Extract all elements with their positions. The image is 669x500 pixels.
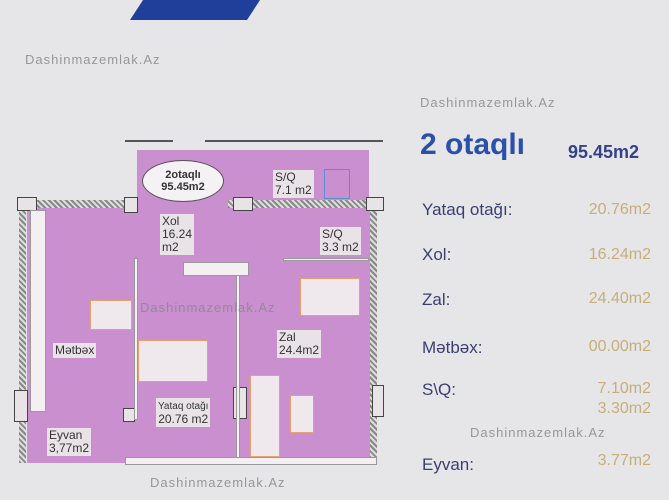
column — [372, 385, 384, 417]
row-value: 24.40m2 — [588, 290, 651, 307]
row-label: Xol: — [422, 245, 452, 264]
summary-title: 2 otaqlı — [420, 128, 526, 161]
column — [124, 197, 138, 213]
wall-outline — [125, 140, 173, 142]
shower — [324, 169, 350, 199]
row-label: Zal: — [422, 290, 451, 309]
partition — [283, 258, 369, 261]
row-label: Yataq otağı: — [422, 200, 513, 219]
bed — [138, 340, 208, 382]
row-label: Eyvan: — [422, 455, 474, 474]
watermark: Dashinmazemlak.Az — [420, 95, 556, 110]
wardrobe — [183, 262, 249, 276]
label-metbex: Mətbəx — [53, 343, 97, 358]
wall — [370, 208, 377, 458]
wall — [228, 200, 370, 208]
watermark: Dashinmazemlak.Az — [470, 425, 606, 440]
watermark: Dashinmazemlak.Az — [150, 475, 286, 490]
watermark: Dashinmazemlak.Az — [140, 300, 276, 315]
kitchen-counter — [30, 210, 46, 412]
row-value-2: 3.30m2 — [597, 400, 651, 417]
dining-table — [300, 278, 360, 316]
wall — [19, 208, 26, 463]
badge-title: 2otaqlı — [165, 169, 201, 181]
kitchen-table — [90, 300, 132, 330]
row-label: Mətbəx: — [422, 338, 483, 357]
sofa — [250, 375, 280, 457]
row-value: 00.00m2 — [588, 338, 651, 355]
row-value: 20.76m2 — [588, 201, 651, 218]
window — [125, 457, 377, 465]
column — [233, 197, 253, 211]
badge-area: 95.45m2 — [161, 181, 205, 193]
row-value: 7.10m2 — [597, 380, 651, 397]
summary-total: 95.45m2 — [568, 142, 640, 162]
row-value: 16.24m2 — [588, 246, 651, 263]
wall — [27, 200, 127, 208]
column — [366, 197, 384, 211]
watermark: Dashinmazemlak.Az — [25, 52, 161, 67]
plan-badge: 2otaqlı 95.45m2 — [142, 160, 224, 202]
column — [14, 390, 28, 422]
brochure-banner — [130, 0, 260, 20]
column — [17, 197, 37, 211]
row-value: 3.77m2 — [597, 452, 651, 469]
row-label: S\Q: — [422, 380, 457, 399]
coffee-table — [290, 395, 314, 433]
partition — [134, 258, 138, 420]
wall-outline — [205, 140, 383, 142]
partition — [236, 262, 240, 464]
